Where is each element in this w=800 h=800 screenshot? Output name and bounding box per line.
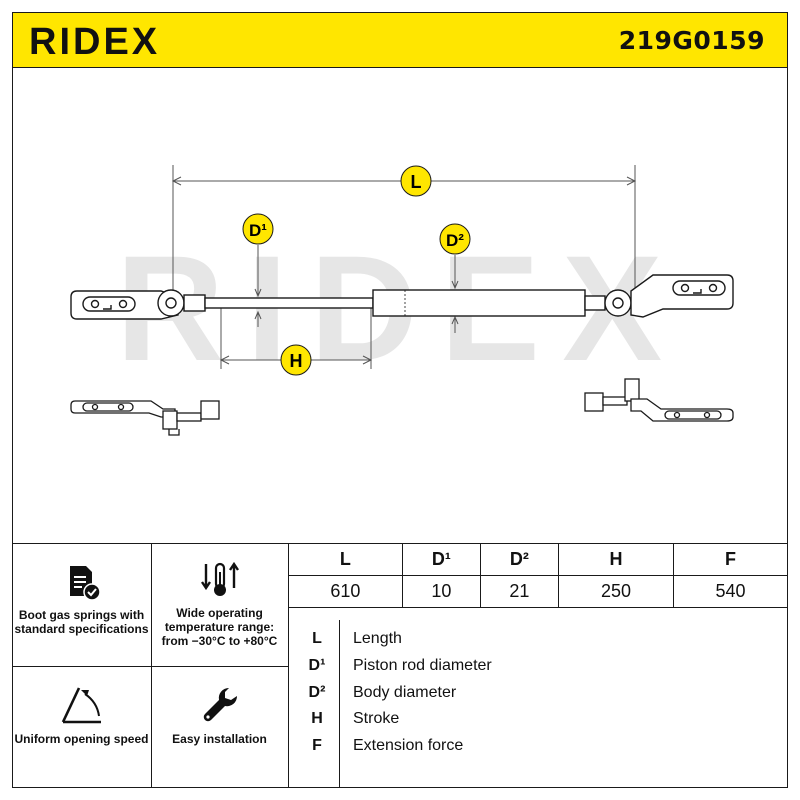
dimension-rod-diameter xyxy=(254,245,262,327)
legend-item: D² Body diameter xyxy=(289,684,787,710)
legend-item: F Extension force xyxy=(289,737,787,763)
header-bar: RIDEX 219G0159 xyxy=(13,13,787,68)
wrench-icon xyxy=(203,687,237,722)
spec-value-F: 540 xyxy=(673,575,787,608)
legend-label: Stroke xyxy=(353,710,400,727)
product-sheet: RIDEX L D¹ D² xyxy=(12,12,788,788)
legend-label: Length xyxy=(353,630,402,647)
spec-header-row: L D¹ D² H F xyxy=(289,544,787,576)
legend-item: H Stroke xyxy=(289,710,787,736)
right-end-side-view xyxy=(584,378,734,422)
label-D2: D² xyxy=(446,231,464,250)
legend-key: L xyxy=(312,630,322,647)
legend-item: L Length xyxy=(289,630,787,656)
left-end-side-view xyxy=(70,400,220,436)
dimension-body-diameter xyxy=(451,255,459,333)
thermometer-arrows-icon xyxy=(200,561,239,596)
legend-key: D² xyxy=(308,684,326,701)
opening-angle-icon xyxy=(61,687,101,724)
spec-header-F: F xyxy=(673,544,787,576)
legend-key: F xyxy=(312,737,322,754)
feature-text: Easy installation xyxy=(172,732,267,746)
legend-label: Extension force xyxy=(353,737,464,754)
legend-item: D¹ Piston rod diameter xyxy=(289,657,787,683)
spec-header-D2: D² xyxy=(480,544,559,576)
feature-temperature-range: Wide operating temperature range: from −… xyxy=(151,560,288,648)
feature-text: Boot gas springs with standard specifica… xyxy=(14,608,149,636)
spec-value-row: 610 10 21 250 540 xyxy=(289,575,787,608)
spec-header-L: L xyxy=(289,544,403,576)
label-D1-badge xyxy=(242,213,274,245)
document-check-icon xyxy=(69,566,101,601)
spec-value-L: 610 xyxy=(289,575,403,608)
feature-text: Uniform opening speed xyxy=(14,732,149,746)
spec-table: L D¹ D² H F 610 10 21 250 540 xyxy=(289,544,787,608)
feature-standard-specs: Boot gas springs with standard specifica… xyxy=(13,562,150,636)
label-H-badge xyxy=(280,344,312,376)
part-number: 219G0159 xyxy=(618,26,765,55)
spec-value-H: 250 xyxy=(558,575,675,608)
spec-header-D1: D¹ xyxy=(402,544,481,576)
feature-opening-speed: Uniform opening speed xyxy=(13,684,150,746)
gas-spring-drawing: RIDEX L D¹ D² xyxy=(70,165,734,436)
gas-spring-main-view xyxy=(70,274,734,320)
legend-key: D¹ xyxy=(308,657,326,674)
legend-label: Piston rod diameter xyxy=(353,657,492,674)
spec-value-D1: 10 xyxy=(402,575,481,608)
label-D2-badge xyxy=(439,223,471,255)
label-D1: D¹ xyxy=(249,221,267,240)
spec-value-D2: 21 xyxy=(480,575,559,608)
ridex-logo: RIDEX xyxy=(29,23,160,59)
label-H: H xyxy=(290,351,303,371)
legend-key: H xyxy=(311,710,323,727)
feature-easy-installation: Easy installation xyxy=(151,684,288,746)
legend-label: Body diameter xyxy=(353,684,457,701)
spec-header-H: H xyxy=(558,544,675,576)
svg-text:RIDEX: RIDEX xyxy=(29,23,160,59)
label-L-badge xyxy=(400,165,432,197)
info-section: Boot gas springs with standard specifica… xyxy=(13,543,787,787)
feature-text: Wide operating temperature range: from −… xyxy=(161,606,278,648)
dimension-legend: L Length D¹ Piston rod diameter D² Body … xyxy=(289,620,787,787)
label-L: L xyxy=(411,172,422,192)
